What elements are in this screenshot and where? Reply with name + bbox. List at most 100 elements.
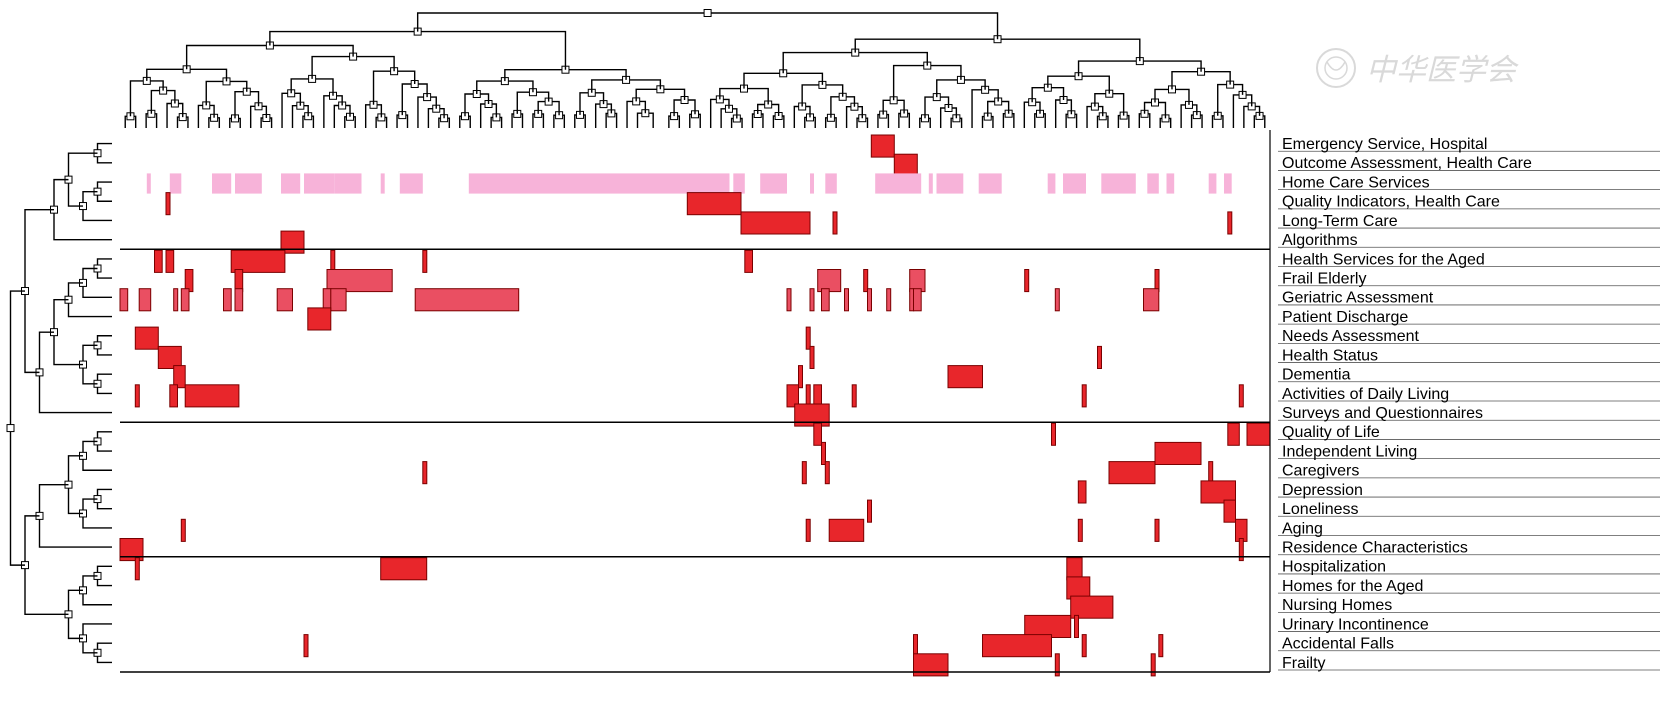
- heatmap-cell: [169, 173, 182, 194]
- row-label: Accidental Falls: [1282, 636, 1394, 653]
- row-label: Health Status: [1282, 347, 1378, 364]
- heatmap-grid: [120, 130, 1660, 673]
- heatmap-cell: [1208, 173, 1217, 194]
- watermark: 中华医学会: [1316, 48, 1519, 88]
- heatmap-cell: [1238, 384, 1244, 408]
- heatmap-cell: [982, 634, 1052, 658]
- dendrogram-link: [281, 92, 302, 128]
- heatmap-cell: [863, 269, 869, 293]
- heatmap-cell: [1150, 653, 1156, 677]
- dendrogram-link: [709, 98, 730, 128]
- heatmap-cell: [794, 403, 830, 427]
- heatmap-cells: [119, 134, 1271, 677]
- heatmap-cell: [760, 173, 787, 194]
- dendrogram-link: [971, 89, 999, 128]
- heatmap-cell: [330, 288, 347, 312]
- row-label: Health Services for the Aged: [1282, 251, 1485, 268]
- row-label: Outcome Assessment, Health Care: [1282, 155, 1532, 172]
- heatmap-cell: [334, 173, 362, 194]
- heatmap-cell: [1081, 634, 1087, 658]
- heatmap-cell: [134, 326, 159, 350]
- heatmap-cell: [821, 441, 826, 465]
- heatmap-cell: [380, 173, 385, 194]
- row-label: Emergency Service, Hospital: [1282, 136, 1487, 153]
- heatmap-cell: [1166, 173, 1175, 194]
- heatmap-cell: [414, 288, 520, 312]
- row-label: Frailty: [1282, 655, 1326, 672]
- dendrogram-link: [67, 282, 112, 318]
- dendrogram-link: [38, 483, 112, 548]
- heatmap-cell: [119, 288, 129, 312]
- heatmap-cell: [813, 422, 822, 446]
- heatmap-cell: [280, 230, 305, 254]
- heatmap-cell: [928, 173, 933, 194]
- heatmap-cell: [1101, 173, 1136, 194]
- heatmap-cell: [399, 173, 423, 194]
- heatmap-cell: [686, 192, 742, 216]
- row-label: Nursing Homes: [1282, 597, 1392, 614]
- heatmap-cell: [1054, 653, 1060, 677]
- row-label: Loneliness: [1282, 501, 1359, 518]
- row-label: Algorithms: [1282, 232, 1358, 249]
- heatmap-cell: [184, 384, 240, 408]
- row-label: Homes for the Aged: [1282, 578, 1423, 595]
- heatmap-cell: [146, 173, 151, 194]
- row-label: Quality Indicators, Health Care: [1282, 194, 1500, 211]
- heatmap-cell: [1200, 480, 1236, 504]
- row-label: Quality of Life: [1282, 424, 1380, 441]
- heatmap-cell: [809, 288, 815, 312]
- heatmap-cell: [1208, 461, 1214, 485]
- row-label: Surveys and Questionnaires: [1282, 405, 1483, 422]
- row-label: Frail Elderly: [1282, 271, 1366, 288]
- heatmap-cell: [380, 557, 428, 581]
- heatmap-cell: [134, 384, 140, 408]
- heatmap-cell: [821, 288, 830, 312]
- heatmap-cell: [867, 499, 872, 523]
- heatmap-cell: [801, 461, 807, 485]
- heatmap-cell: [828, 518, 865, 542]
- row-label: Activities of Daily Living: [1282, 386, 1449, 403]
- heatmap-cell: [234, 288, 244, 312]
- row-label: Dementia: [1282, 367, 1351, 384]
- heatmap-cell: [798, 365, 803, 389]
- heatmap-cell: [1143, 288, 1160, 312]
- heatmap-cell: [733, 173, 745, 194]
- heatmap-cell: [936, 173, 964, 194]
- heatmap-cell: [1063, 173, 1086, 194]
- heatmap-cell: [1108, 461, 1156, 485]
- row-label: Urinary Incontinence: [1282, 616, 1429, 633]
- heatmap-cell: [1238, 538, 1244, 562]
- heatmap-cell: [1227, 211, 1233, 235]
- heatmap-cell: [1081, 384, 1087, 408]
- heatmap-cell: [1097, 345, 1102, 369]
- row-dendrogram-node: [6, 424, 15, 433]
- heatmap-cell: [1224, 173, 1232, 194]
- row-label: Long-Term Care: [1282, 213, 1398, 230]
- heatmap-cell: [1054, 288, 1060, 312]
- row-label: Patient Discharge: [1282, 309, 1408, 326]
- row-label: Residence Characteristics: [1282, 540, 1468, 557]
- row-label: Depression: [1282, 482, 1363, 499]
- heatmap-cell: [422, 249, 428, 273]
- heatmap-cell: [235, 173, 239, 194]
- heatmap-cell: [154, 249, 163, 273]
- dendrogram-link: [1232, 94, 1253, 128]
- heatmap-cell: [157, 345, 182, 369]
- heatmap-cell: [913, 288, 922, 312]
- row-label: Independent Living: [1282, 443, 1417, 460]
- heatmap-cell: [1077, 480, 1087, 504]
- heatmap-cell: [119, 538, 144, 562]
- watermark-text: 中华医学会: [1366, 53, 1519, 88]
- column-dendrogram: [124, 9, 1266, 128]
- heatmap-cell: [805, 518, 811, 542]
- heatmap-cell: [786, 384, 799, 408]
- heatmap-cell: [276, 288, 294, 312]
- heatmap-cell: [230, 249, 286, 273]
- heatmap-cell: [867, 288, 872, 312]
- heatmap-cell: [1158, 634, 1164, 658]
- heatmap-cell: [824, 461, 830, 485]
- heatmap-cell: [805, 326, 811, 350]
- heatmap-cell: [422, 461, 428, 485]
